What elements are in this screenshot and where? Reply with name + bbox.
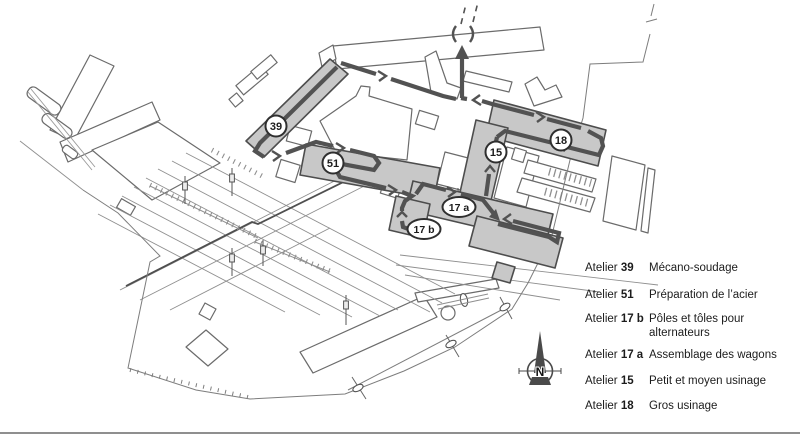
badge-51-label: 51 bbox=[327, 158, 339, 170]
flow-51-loop bbox=[333, 147, 387, 191]
legend-atelier-label: Atelier bbox=[585, 262, 618, 274]
site-boundary bbox=[82, 3, 658, 400]
legend-description: Mécano-soudage bbox=[649, 262, 738, 274]
legend-atelier-number: 17 a bbox=[620, 349, 644, 361]
building-outline bbox=[414, 278, 500, 303]
building-outline bbox=[59, 101, 161, 163]
legend-atelier-label: Atelier bbox=[585, 400, 618, 412]
legend-atelier-label: Atelier bbox=[585, 313, 618, 325]
legend-atelier-label: Atelier bbox=[585, 289, 618, 301]
mast bbox=[229, 168, 235, 196]
legend-item-39: Atelier 39 Mécano-soudage bbox=[585, 261, 797, 275]
compass-north-label: N bbox=[536, 365, 545, 379]
badge-atelier-15: 15 bbox=[484, 140, 508, 164]
badge-atelier-51: 51 bbox=[321, 151, 345, 175]
flow-39-to-51 bbox=[285, 139, 334, 155]
building-outline bbox=[602, 155, 646, 231]
badge-atelier-17a: 17 a bbox=[441, 196, 477, 218]
building-outline bbox=[318, 44, 337, 68]
legend-description: Assemblage des wagons bbox=[649, 349, 777, 361]
flow-39-to-junction bbox=[340, 60, 457, 102]
building-outline bbox=[524, 76, 563, 107]
badge-atelier-39: 39 bbox=[264, 114, 288, 138]
flow-18-inner bbox=[566, 129, 606, 158]
legend-atelier-label: Atelier bbox=[585, 375, 618, 387]
legend-item-18: Atelier 18 Gros usinage bbox=[585, 399, 797, 413]
building-outline bbox=[228, 92, 244, 108]
legend-description: Petit et moyen usinage bbox=[649, 375, 766, 387]
flow-junction-west bbox=[460, 95, 468, 102]
legend-item-15: Atelier 15 Petit et moyen usinage bbox=[585, 374, 797, 388]
badge-17a-label: 17 a bbox=[449, 202, 470, 214]
compass-base bbox=[529, 377, 551, 385]
badge-atelier-18: 18 bbox=[549, 128, 573, 152]
context-buildings bbox=[26, 26, 656, 374]
building-outline bbox=[198, 302, 217, 321]
building-outline bbox=[115, 198, 137, 216]
building-outline bbox=[275, 158, 301, 184]
building-outline bbox=[510, 146, 528, 164]
legend-atelier-number: 17 b bbox=[620, 313, 644, 325]
badge-18-label: 18 bbox=[555, 135, 567, 147]
building-outline bbox=[414, 109, 440, 131]
legend-description: Préparation de l’acier bbox=[649, 289, 758, 301]
atelier-17a-stub bbox=[491, 261, 516, 284]
page-bottom-rule bbox=[0, 432, 800, 434]
building-outline bbox=[185, 329, 229, 367]
compass-needle-north bbox=[534, 331, 546, 373]
flow-51-to-17b bbox=[399, 190, 417, 211]
legend-item-51: Atelier 51 Préparation de l’acier bbox=[585, 288, 797, 302]
flow-17a-top bbox=[414, 181, 447, 196]
badge-15-label: 15 bbox=[490, 147, 502, 159]
building-outline bbox=[640, 167, 656, 234]
legend-item-17b: Atelier 17 b Pôles et tôles pour alterna… bbox=[585, 312, 797, 340]
flow-17a-top2 bbox=[460, 191, 496, 216]
atelier-17a-lower-shape bbox=[468, 215, 564, 269]
legend-atelier-number: 15 bbox=[620, 375, 634, 387]
mast bbox=[260, 240, 266, 266]
shed bbox=[41, 112, 73, 140]
mast bbox=[182, 176, 188, 204]
legend-atelier-number: 51 bbox=[620, 289, 634, 301]
flow-17a-lower-loop bbox=[497, 218, 562, 246]
tank bbox=[440, 305, 456, 321]
building-outline bbox=[91, 121, 221, 201]
badge-17b-label: 17 b bbox=[413, 224, 434, 236]
legend-atelier-number: 39 bbox=[620, 262, 634, 274]
legend-atelier-label: Atelier bbox=[585, 349, 618, 361]
legend-item-17a: Atelier 17 a Assemblage des wagons bbox=[585, 348, 797, 362]
badge-39-label: 39 bbox=[270, 121, 282, 133]
flow-15-to-18 bbox=[495, 128, 554, 146]
gate-marker bbox=[352, 383, 364, 393]
badge-atelier-17b: 17 b bbox=[406, 218, 442, 240]
shed bbox=[61, 144, 79, 160]
legend-description: Gros usinage bbox=[649, 400, 718, 412]
gate-marker bbox=[445, 339, 457, 349]
diag-arrowhead bbox=[489, 209, 500, 221]
route-badges: 39 51 15 18 17 a 17 b bbox=[264, 114, 573, 240]
north-arrowhead bbox=[455, 45, 469, 59]
mast bbox=[229, 248, 235, 276]
building-outline bbox=[332, 26, 545, 70]
gate-marker bbox=[499, 302, 511, 312]
hatch-ticks bbox=[543, 167, 593, 207]
legend-atelier-number: 18 bbox=[620, 400, 634, 412]
shed bbox=[26, 86, 62, 116]
legend-description: Pôles et tôles pour alternateurs bbox=[649, 313, 745, 339]
compass-rose: N bbox=[518, 331, 562, 385]
legend: Atelier 39 Mécano-soudage Atelier 51 Pré… bbox=[585, 261, 797, 413]
flow-route bbox=[252, 57, 606, 246]
flow-18-outer bbox=[481, 98, 582, 131]
flow-39 bbox=[252, 65, 339, 159]
mast bbox=[343, 295, 349, 325]
building-outline bbox=[299, 295, 438, 374]
building-outline bbox=[462, 70, 513, 93]
building-outline bbox=[250, 54, 278, 80]
